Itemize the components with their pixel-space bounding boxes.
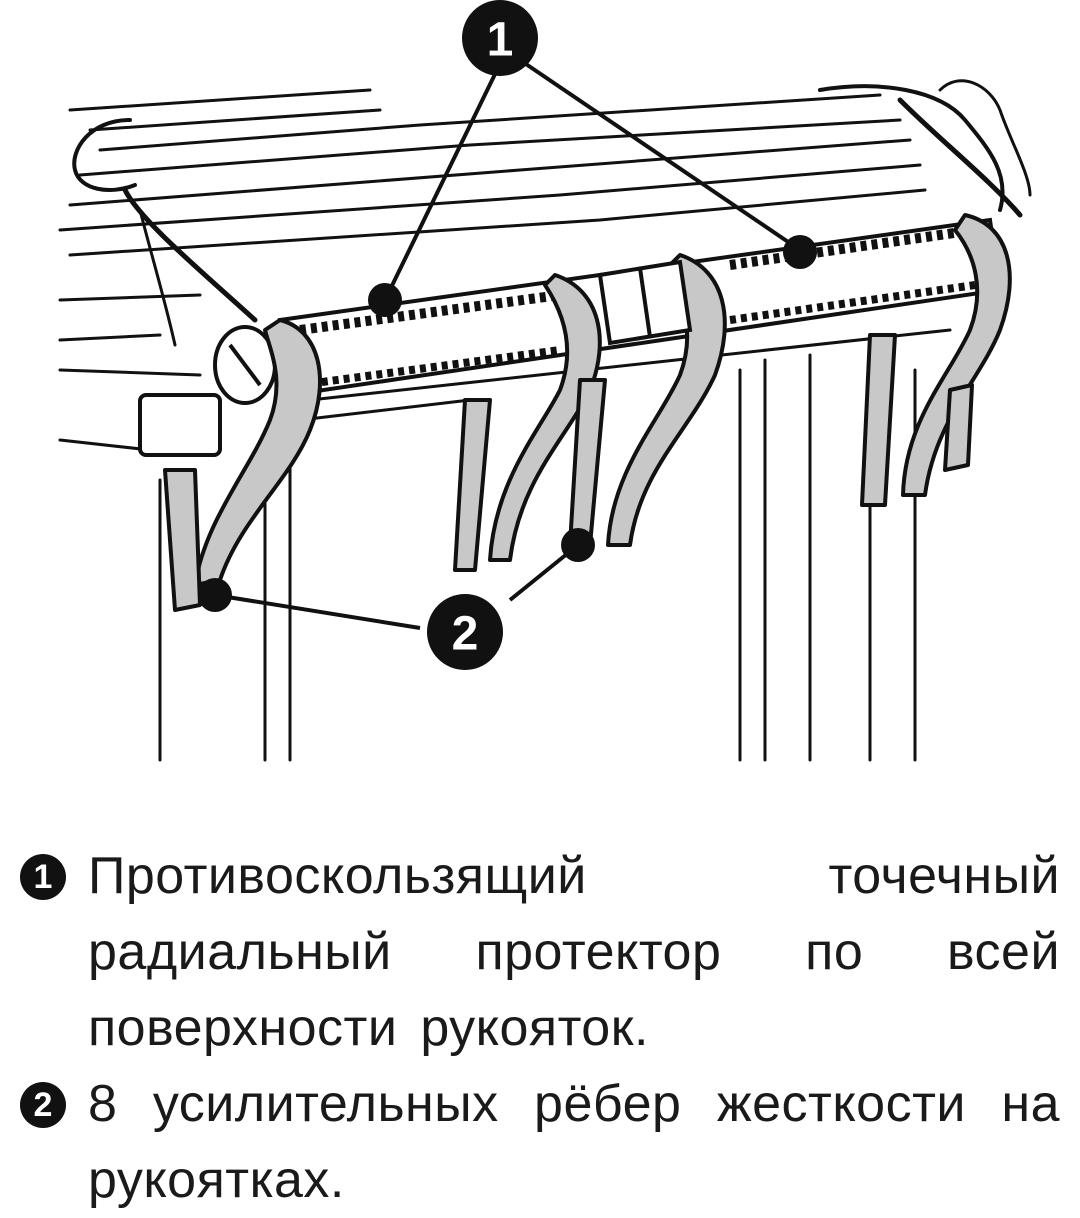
legend: 1 Противоскользящий точечный радиальный … <box>20 838 1060 1218</box>
legend-number-badge: 2 <box>20 1082 66 1128</box>
bin-handle-illustration: 1 2 <box>58 0 1032 762</box>
legend-text: Противоскользящий точечный радиальный пр… <box>88 847 1060 1057</box>
callout-badge-1: 1 <box>462 0 538 76</box>
callout-badge-2: 2 <box>427 594 503 670</box>
legend-number-badge: 1 <box>20 854 66 900</box>
callout-label-1: 1 <box>487 14 514 67</box>
callout-label-2: 2 <box>452 608 479 661</box>
legend-item: 2 8 усилительных рёбер жесткости на руко… <box>20 1066 1060 1218</box>
legend-item: 1 Противоскользящий точечный радиальный … <box>20 838 1060 1066</box>
legend-text: 8 усилительных рёбер жесткости на рукоят… <box>88 1075 1060 1209</box>
